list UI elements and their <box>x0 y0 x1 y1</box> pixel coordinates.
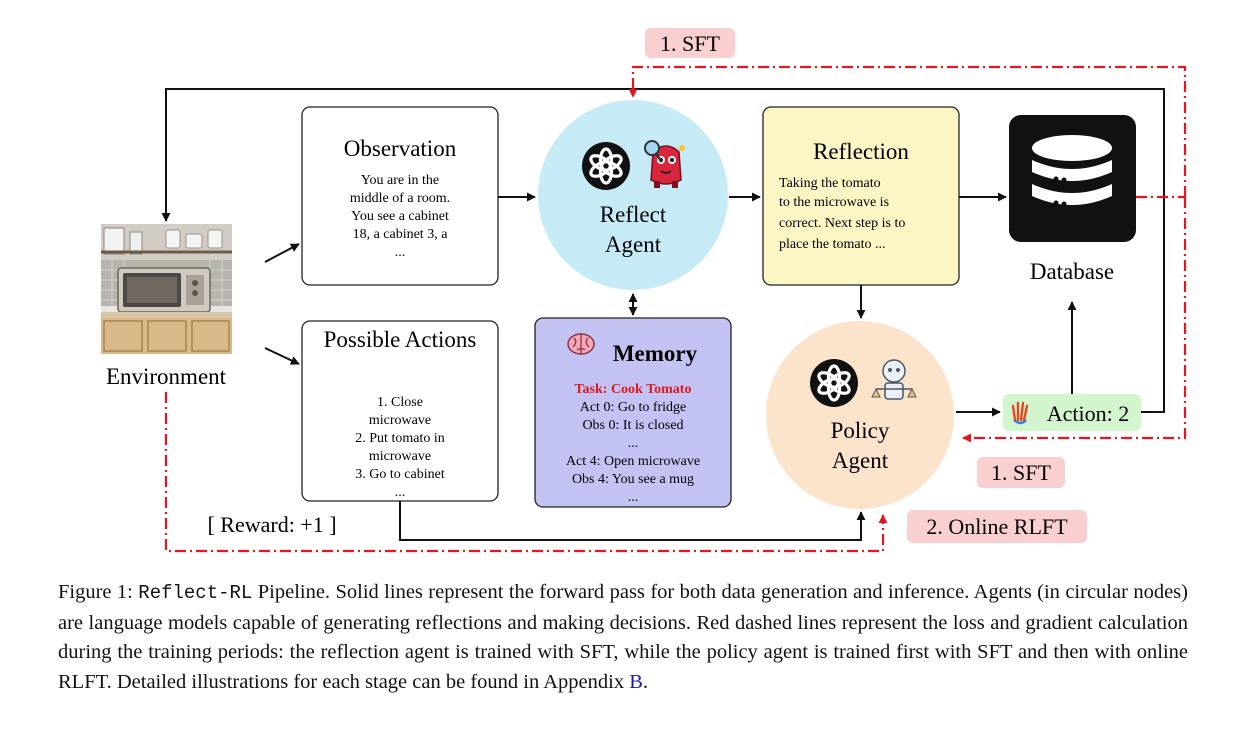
action-option-line: microwave <box>369 449 431 464</box>
forward-pass-arrows <box>161 88 1165 541</box>
arrow-rlft-to-policy <box>164 392 888 553</box>
brain-icon <box>567 333 595 355</box>
hand-icon <box>1011 401 1029 425</box>
memory-line: Act 4: Open microwave <box>566 454 700 469</box>
online-rlft-tag <box>907 510 1087 543</box>
environment-image <box>101 224 232 354</box>
memory-line: Obs 0: It is closed <box>582 418 683 433</box>
observation-text: You are in the middle of a room. You see… <box>350 173 450 260</box>
reflect-agent-label-line2: Agent <box>605 232 662 257</box>
caption-prefix: Figure 1: <box>58 581 139 603</box>
reflection-line: to the microwave is <box>779 195 889 210</box>
memory-task: Task: Cook Tomato <box>575 382 692 397</box>
database-label: Database <box>1030 259 1114 284</box>
policy-agent-label-line2: Agent <box>832 448 889 473</box>
memory-title: Memory <box>613 341 698 366</box>
caption-appendix-link[interactable]: B <box>629 670 643 693</box>
reflection-title: Reflection <box>813 139 909 164</box>
reflection-line: correct. Next step is to <box>779 216 905 231</box>
sft-bottom-tag-label: 1. SFT <box>991 460 1051 485</box>
training-arrows <box>164 65 1187 553</box>
database-icon <box>1009 115 1136 242</box>
figure-caption: Figure 1: Reflect-RL Pipeline. Solid lin… <box>58 578 1188 697</box>
observation-line: middle of a room. <box>350 191 450 206</box>
observation-line: You see a cabinet <box>351 209 449 224</box>
arrow-sft-to-reflect <box>628 65 1187 197</box>
observation-line: 18, a cabinet 3, a <box>353 227 449 242</box>
memory-line: Act 0: Go to fridge <box>580 400 687 415</box>
action-label: Action: 2 <box>1047 401 1130 426</box>
reflect-robot-icon <box>644 140 685 188</box>
memory-line: Obs 4: You see a mug <box>572 472 694 487</box>
observation-title: Observation <box>344 136 457 161</box>
action-option-line: 1. Close <box>377 395 423 410</box>
arrow-action-loop-to-environment <box>161 88 1165 413</box>
observation-line: ... <box>395 245 406 260</box>
policy-agent-circle <box>766 321 954 509</box>
reflect-agent-label-line1: Reflect <box>600 202 667 227</box>
openai-logo-icon <box>810 359 858 407</box>
caption-body: Pipeline. Solid lines represent the forw… <box>58 581 1188 693</box>
memory-line: ... <box>628 436 639 451</box>
memory-line: ... <box>628 490 639 505</box>
reflection-text: Taking the tomato to the microwave is co… <box>779 176 905 252</box>
observation-line: You are in the <box>361 173 439 188</box>
memory-text: Act 0: Go to fridge Obs 0: It is closed … <box>566 400 700 505</box>
sft-top-tag <box>645 28 735 58</box>
arrow-env-to-observation <box>264 243 300 263</box>
action-option-line: ... <box>395 485 406 500</box>
arrow-actions-to-policy <box>399 501 866 541</box>
arrow-env-to-actions <box>264 347 300 365</box>
openai-logo-icon <box>582 142 630 190</box>
action-option-line: 2. Put tomato in <box>355 431 444 446</box>
caption-end: . <box>642 670 649 693</box>
arrow-sft-to-policy <box>962 197 1187 443</box>
caption-method-name: Reflect-RL <box>138 582 253 604</box>
memory-box <box>534 317 732 508</box>
reward-label: [ Reward: +1 ] <box>207 512 336 537</box>
online-rlft-tag-label: 2. Online RLFT <box>926 514 1068 539</box>
sft-top-tag-label: 1. SFT <box>660 31 720 56</box>
action-option-line: 3. Go to cabinet <box>355 467 445 482</box>
action-option-line: microwave <box>369 413 431 428</box>
sft-bottom-tag <box>977 457 1065 488</box>
reflection-line: Taking the tomato <box>779 176 881 191</box>
possible-actions-title: Possible Actions <box>324 327 477 352</box>
possible-actions-text: 1. Close microwave 2. Put tomato in micr… <box>355 395 445 500</box>
pipeline-diagram: Environment Observation You are in the m… <box>101 28 1187 553</box>
environment-label: Environment <box>106 364 227 389</box>
reflect-agent-circle <box>538 100 728 290</box>
action-box <box>1003 394 1141 431</box>
reflection-line: place the tomato ... <box>779 237 886 252</box>
policy-agent-label-line1: Policy <box>831 418 890 443</box>
judge-robot-icon <box>871 359 917 400</box>
